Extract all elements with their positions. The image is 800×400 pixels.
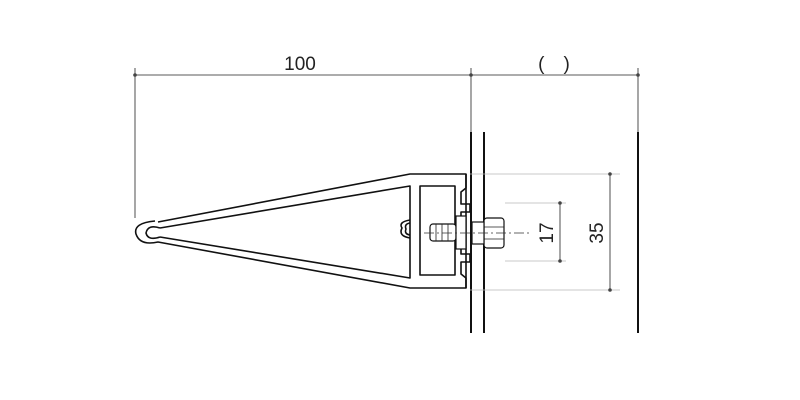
top-dimension: 100 ( ) (133, 54, 640, 218)
right-dimensions: 17 35 (470, 172, 620, 292)
depth-dimension-label: 100 (284, 54, 316, 75)
fin-profile (134, 173, 471, 289)
gap-dimension-label: ( ) (538, 54, 570, 75)
inner-dimension-label: 17 (537, 222, 558, 243)
outer-dimension-label: 35 (587, 222, 608, 243)
bolt-assembly (429, 215, 505, 250)
